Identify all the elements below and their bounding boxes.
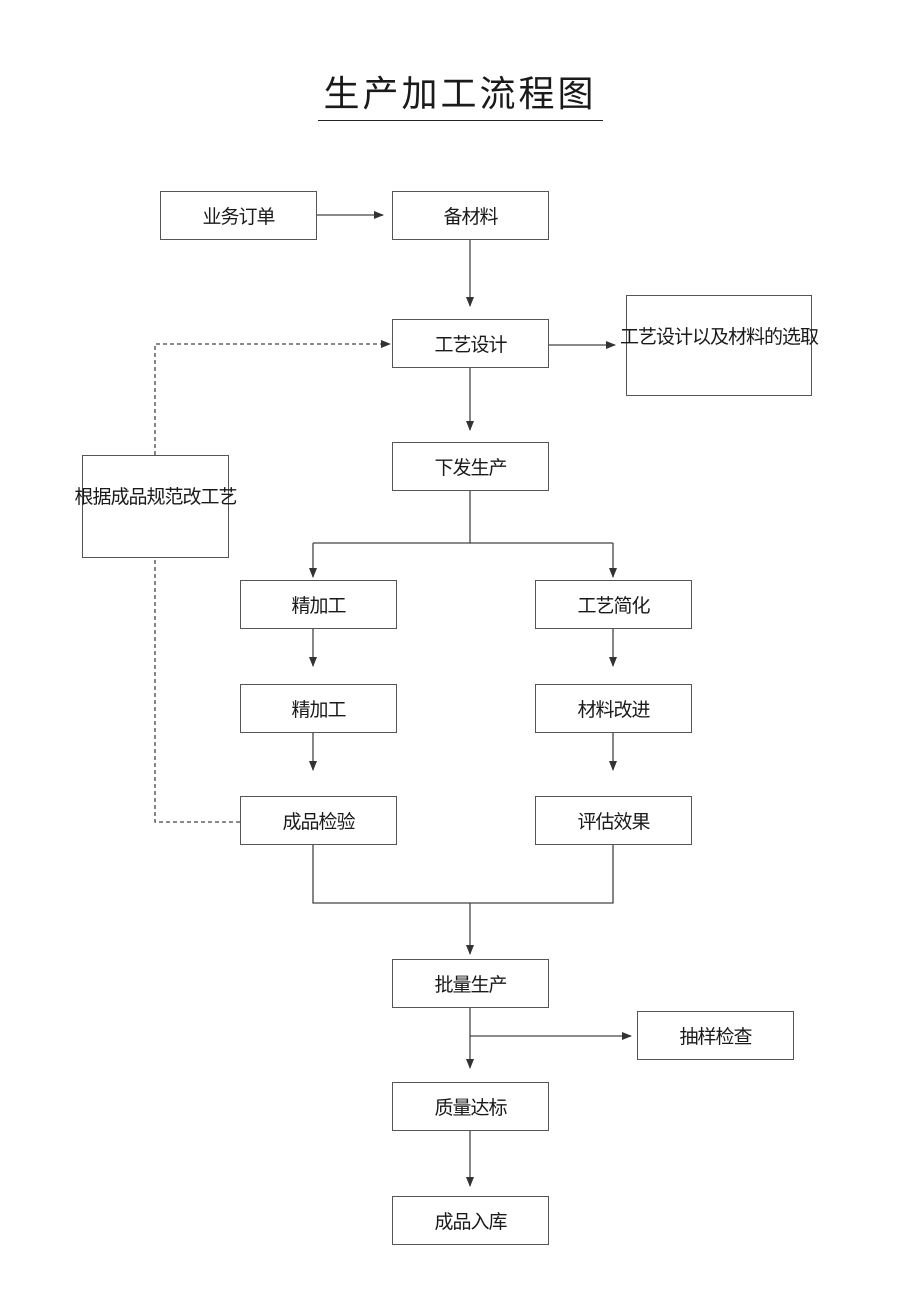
node-process-design: 工艺设计 xyxy=(392,319,549,368)
node-finish-machining-2: 精加工 xyxy=(240,684,397,733)
node-label: 业务订单 xyxy=(202,206,275,228)
node-warehouse-entry: 成品入库 xyxy=(392,1196,549,1245)
node-product-inspection: 成品检验 xyxy=(240,796,397,845)
node-label: 材料改进 xyxy=(577,699,650,721)
feedback-arrowhead xyxy=(381,340,391,348)
node-label: 工艺设计 xyxy=(434,334,507,356)
page-title: 生产加工流程图 xyxy=(323,74,597,115)
node-label: 质量达标 xyxy=(434,1097,507,1119)
node-label: 根据成品规范改工艺 xyxy=(74,486,238,508)
node-process-optimization: 工艺简化 xyxy=(535,580,692,629)
node-finish-machining-1: 精加工 xyxy=(240,580,397,629)
node-label: 成品入库 xyxy=(434,1211,507,1233)
node-sampling-inspection: 抽样检查 xyxy=(637,1011,794,1060)
merge-to-mass-production xyxy=(312,845,614,904)
node-quality-standard: 质量达标 xyxy=(392,1082,549,1131)
node-issue-production: 下发生产 xyxy=(392,442,549,491)
split-issue-production xyxy=(313,491,471,544)
node-label: 精加工 xyxy=(291,699,346,721)
node-material-improvement: 材料改进 xyxy=(535,684,692,733)
node-label: 批量生产 xyxy=(434,974,507,996)
node-label: 成品检验 xyxy=(282,811,355,833)
node-label: 下发生产 xyxy=(434,457,507,479)
node-label: 评估效果 xyxy=(577,811,650,833)
node-prepare-materials: 备材料 xyxy=(392,191,549,240)
node-design-materials-selection: 工艺设计以及材料的选取 xyxy=(620,295,819,396)
node-label: 抽样检查 xyxy=(679,1026,752,1048)
node-adjust-process: 根据成品规范改工艺 xyxy=(75,455,238,558)
node-label: 备材料 xyxy=(443,206,498,228)
feedback-adjust-to-design xyxy=(154,343,381,455)
node-label: 工艺设计以及材料的选取 xyxy=(620,326,819,348)
node-evaluate-results: 评估效果 xyxy=(535,796,692,845)
title-underline xyxy=(318,120,603,121)
node-label: 精加工 xyxy=(291,595,346,617)
node-label: 工艺简化 xyxy=(577,595,650,617)
node-mass-production: 批量生产 xyxy=(392,959,549,1008)
feedback-inspection-to-adjust xyxy=(154,558,240,823)
node-business-order: 业务订单 xyxy=(160,191,317,240)
